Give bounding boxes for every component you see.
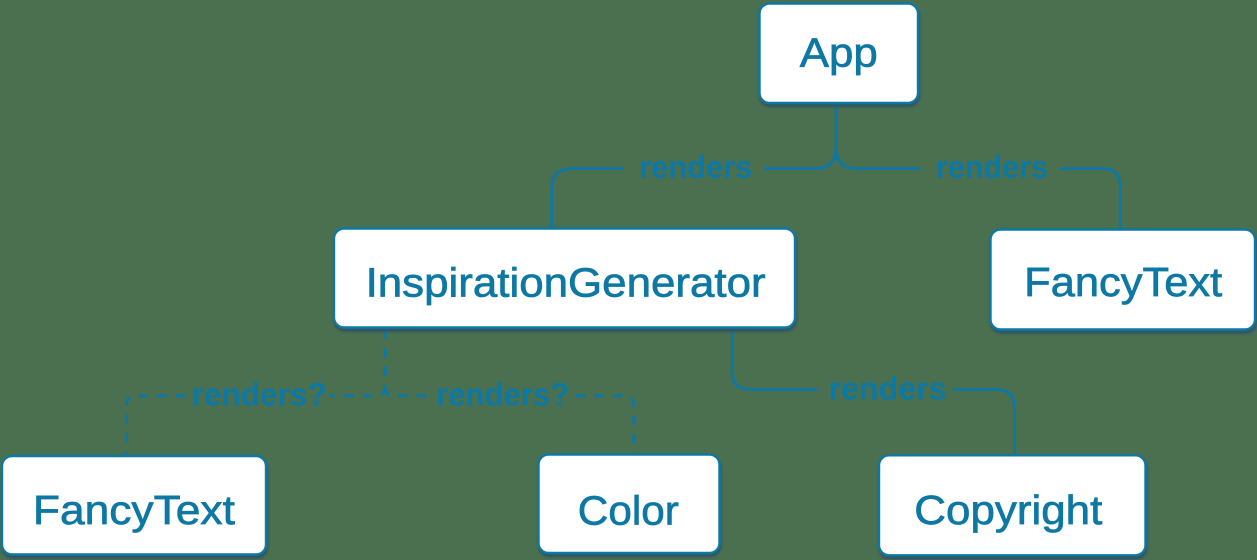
svg-text:renders?: renders? (436, 377, 569, 413)
svg-text:InspirationGenerator: InspirationGenerator (366, 259, 766, 305)
svg-text:FancyText: FancyText (33, 487, 236, 533)
svg-text:FancyText: FancyText (1024, 259, 1223, 305)
svg-text:Copyright: Copyright (914, 487, 1103, 533)
svg-text:App: App (800, 30, 878, 76)
svg-text:renders: renders (639, 149, 752, 185)
svg-text:renders: renders (829, 371, 947, 407)
svg-text:renders: renders (936, 149, 1048, 185)
svg-text:renders?: renders? (192, 377, 327, 413)
svg-text:Color: Color (578, 488, 679, 534)
